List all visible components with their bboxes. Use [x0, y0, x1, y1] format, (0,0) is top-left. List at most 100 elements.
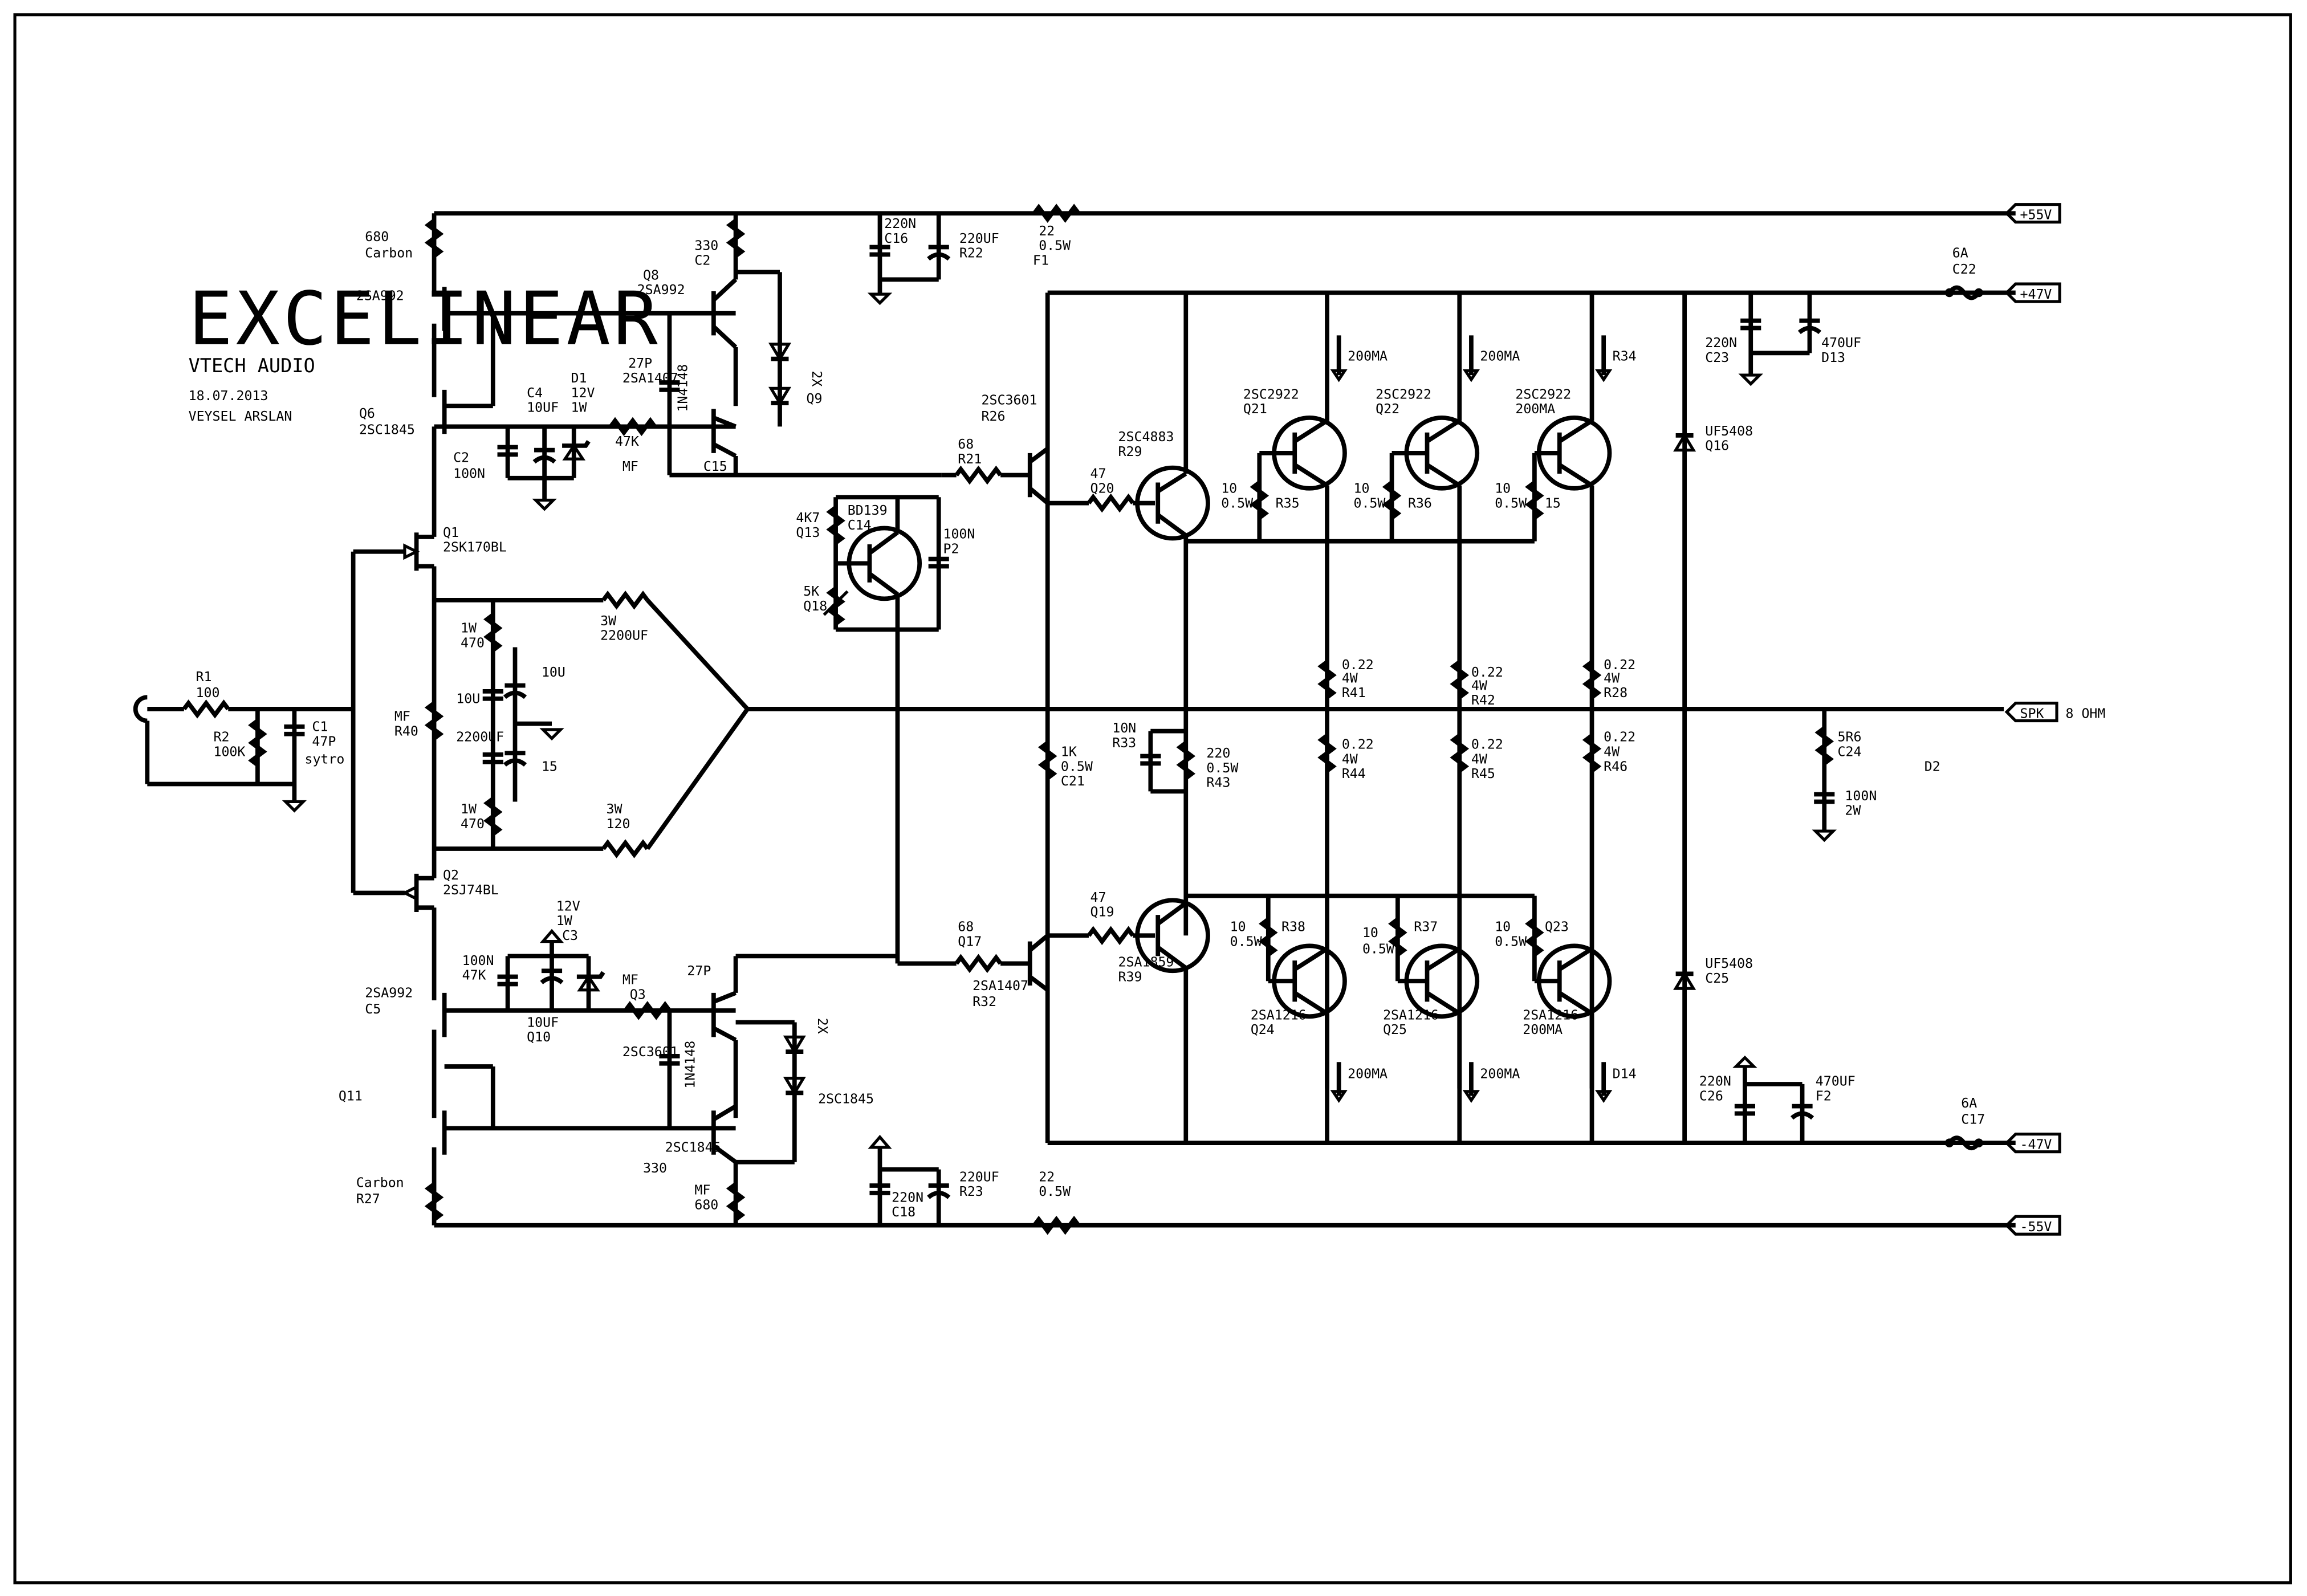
supply-rails — [434, 211, 2016, 1228]
svg-text:R21: R21 — [958, 451, 982, 467]
svg-text:2SA992: 2SA992 — [637, 282, 685, 298]
rail-protection — [1673, 285, 1983, 1151]
svg-text:6A: 6A — [1952, 246, 1968, 261]
svg-text:Q11: Q11 — [339, 1088, 363, 1104]
svg-text:R35: R35 — [1276, 495, 1300, 511]
svg-text:Q24: Q24 — [1251, 1022, 1275, 1037]
svg-text:470: 470 — [461, 635, 485, 650]
svg-text:470: 470 — [461, 816, 485, 832]
svg-text:MF: MF — [622, 459, 638, 474]
svg-text:12V: 12V — [571, 385, 595, 401]
svg-text:Q16: Q16 — [1705, 438, 1729, 454]
svg-text:10U: 10U — [542, 665, 565, 680]
svg-text:8 OHM: 8 OHM — [2066, 706, 2106, 721]
svg-text:BD139: BD139 — [848, 503, 888, 518]
svg-text:47K: 47K — [462, 968, 486, 983]
svg-text:R38: R38 — [1281, 919, 1305, 935]
svg-text:R44: R44 — [1342, 766, 1366, 781]
svg-text:5R6: 5R6 — [1838, 730, 1862, 745]
svg-text:Q6: Q6 — [359, 406, 375, 421]
svg-text:22: 22 — [1039, 223, 1055, 239]
svg-text:68: 68 — [958, 919, 974, 935]
svg-text:Q9: Q9 — [806, 391, 822, 406]
svg-text:4W: 4W — [1604, 670, 1620, 686]
svg-text:2SK170BL: 2SK170BL — [443, 540, 507, 555]
svg-text:UF5408: UF5408 — [1705, 956, 1753, 971]
svg-text:Q18: Q18 — [803, 598, 827, 614]
svg-text:C2: C2 — [453, 450, 469, 465]
svg-text:680: 680 — [365, 229, 389, 245]
svg-text:R34: R34 — [1613, 348, 1637, 364]
svg-text:10U: 10U — [456, 691, 480, 707]
svg-text:4W: 4W — [1604, 744, 1620, 759]
svg-text:1N4148: 1N4148 — [682, 1041, 698, 1089]
svg-text:15: 15 — [1545, 495, 1561, 511]
svg-text:Q3: Q3 — [630, 987, 646, 1002]
q16-driver — [941, 447, 1155, 513]
svg-text:200MA: 200MA — [1515, 401, 1555, 417]
svg-text:1W: 1W — [571, 400, 587, 416]
svg-text:68: 68 — [958, 437, 974, 452]
svg-text:1N4148: 1N4148 — [675, 364, 690, 412]
svg-text:R37: R37 — [1414, 919, 1438, 935]
svg-text:0.5W: 0.5W — [1495, 495, 1527, 511]
svg-text:10UF: 10UF — [527, 400, 559, 416]
svg-text:2SC1845: 2SC1845 — [665, 1140, 721, 1155]
svg-text:27P: 27P — [687, 963, 711, 979]
svg-text:470UF: 470UF — [1821, 335, 1861, 351]
svg-text:120: 120 — [607, 816, 630, 832]
svg-text:R41: R41 — [1342, 685, 1366, 701]
svg-text:100: 100 — [196, 685, 220, 701]
svg-text:4W: 4W — [1342, 751, 1358, 767]
svg-text:0.5W: 0.5W — [1039, 238, 1071, 254]
svg-text:10: 10 — [1495, 481, 1511, 496]
svg-text:10UF: 10UF — [527, 1015, 559, 1030]
svg-text:2SC1845: 2SC1845 — [818, 1091, 874, 1106]
svg-text:2SA1216: 2SA1216 — [1523, 1007, 1578, 1023]
company-text: VTECH AUDIO — [189, 355, 315, 377]
q1-jfet — [403, 532, 434, 571]
svg-text:C4: C4 — [527, 385, 543, 401]
svg-text:-55V: -55V — [2020, 1219, 2052, 1235]
svg-text:10N: 10N — [1112, 720, 1136, 736]
svg-text:R46: R46 — [1604, 759, 1627, 774]
svg-text:100N: 100N — [1845, 788, 1877, 804]
svg-text:Q1: Q1 — [443, 525, 459, 540]
svg-text:F2: F2 — [1816, 1088, 1832, 1104]
svg-text:Q20: Q20 — [1091, 481, 1114, 496]
svg-text:0.5W: 0.5W — [1061, 759, 1093, 774]
svg-text:2SC1845: 2SC1845 — [359, 422, 415, 437]
speaker-flag: SPK 8 OHM — [2004, 701, 2106, 723]
svg-text:2SA1216: 2SA1216 — [1383, 1007, 1439, 1023]
svg-text:330: 330 — [643, 1161, 667, 1176]
svg-text:C24: C24 — [1838, 744, 1862, 759]
svg-text:Q23: Q23 — [1545, 919, 1569, 935]
svg-text:10: 10 — [1230, 919, 1246, 935]
svg-text:4K7: 4K7 — [796, 510, 820, 526]
svg-text:0.5W: 0.5W — [1362, 941, 1394, 956]
svg-text:6A: 6A — [1961, 1096, 1977, 1111]
svg-text:220N: 220N — [1705, 335, 1737, 351]
svg-text:P2: P2 — [943, 541, 959, 556]
svg-text:2SA1216: 2SA1216 — [1251, 1007, 1307, 1023]
svg-text:R27: R27 — [356, 1191, 380, 1207]
svg-text:R39: R39 — [1118, 969, 1142, 984]
output-stage-upper — [1250, 292, 1613, 1089]
svg-text:2SC2922: 2SC2922 — [1243, 386, 1299, 402]
svg-text:Q25: Q25 — [1383, 1022, 1407, 1037]
svg-text:R40: R40 — [394, 723, 418, 739]
svg-text:Q21: Q21 — [1243, 401, 1267, 417]
svg-text:2X: 2X — [815, 1018, 830, 1034]
q13-vbe-multiplier — [823, 495, 949, 964]
svg-text:2SC3601: 2SC3601 — [982, 393, 1037, 408]
svg-text:Carbon: Carbon — [356, 1175, 404, 1191]
svg-text:MF: MF — [394, 709, 410, 724]
svg-text:2SC4883: 2SC4883 — [1118, 429, 1174, 445]
svg-text:C5: C5 — [365, 1001, 381, 1017]
svg-text:680: 680 — [694, 1197, 718, 1212]
title-text: EXCELINEAR — [189, 276, 661, 362]
svg-text:R28: R28 — [1604, 685, 1627, 701]
svg-text:0.22: 0.22 — [1342, 737, 1374, 752]
svg-text:10: 10 — [1221, 481, 1237, 496]
